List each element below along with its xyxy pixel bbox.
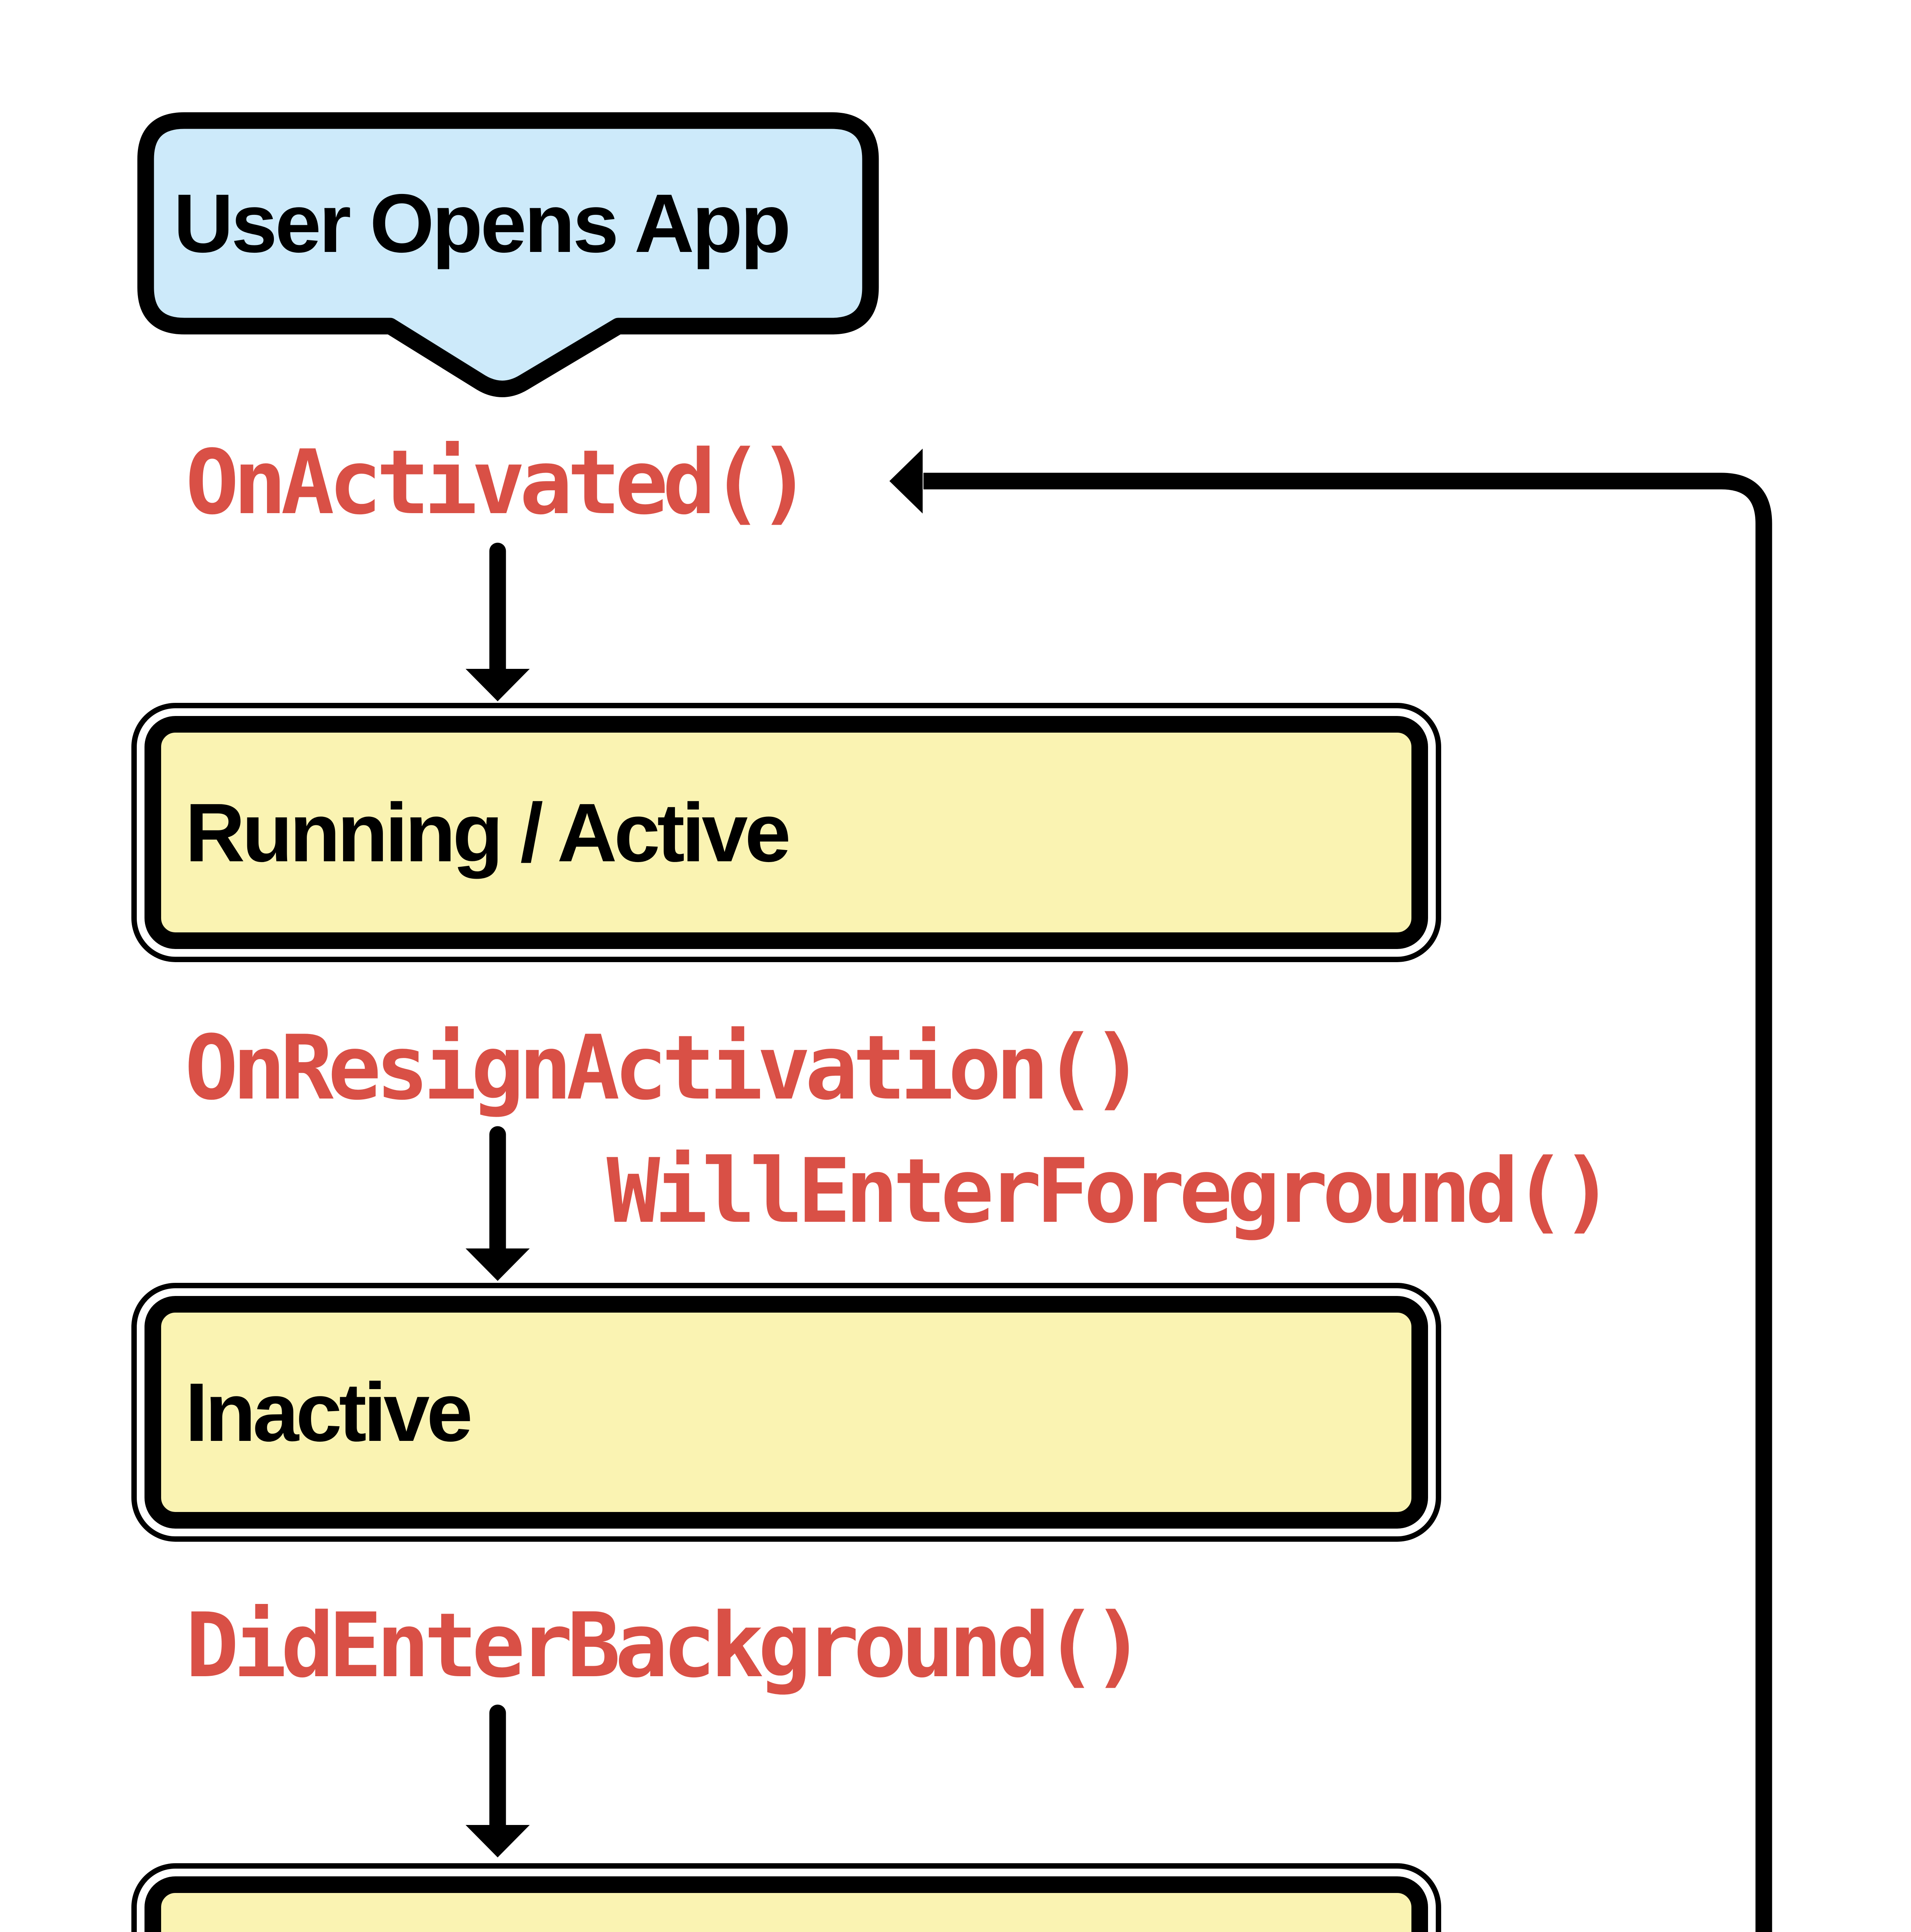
state-label-inactive: Inactive (185, 1366, 473, 1459)
arrow-down-head-2-icon (466, 1248, 530, 1281)
state-box-backgrounded: Backgrounded / Suspended (145, 1876, 1428, 1932)
loop-back-arrowhead-icon (889, 449, 923, 514)
bubble-label: User Opens App (173, 177, 791, 270)
arrow-down-head-1-icon (466, 669, 530, 701)
state-box-running: Running / Active (145, 716, 1428, 949)
event-label-onresignactivation: OnResignActivation() (185, 1017, 1144, 1120)
event-label-didenterbackground: DidEnterBackground() (185, 1594, 1145, 1697)
event-label-willenterforeground: WillEnterForeground() (607, 1140, 1614, 1243)
state-box-inactive: Inactive (145, 1296, 1428, 1529)
speech-bubble-shape (137, 112, 879, 397)
user-opens-app-bubble: User Opens App (146, 121, 870, 326)
arrow-down-head-3-icon (466, 1825, 530, 1857)
event-label-onactivated: OnActivated() (185, 431, 811, 534)
state-label-running: Running / Active (185, 786, 791, 879)
loop-back-connector (923, 473, 1772, 1932)
